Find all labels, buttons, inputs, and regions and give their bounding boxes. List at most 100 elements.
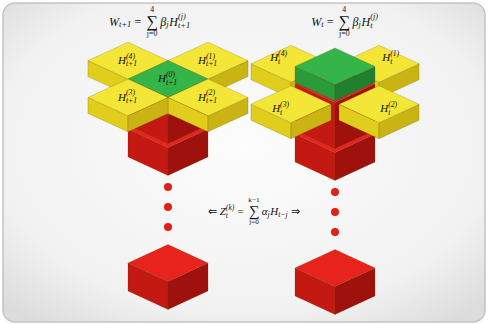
block-label: H — [380, 103, 388, 114]
formula-symbol: (k) — [226, 204, 235, 212]
formula-symbol: t — [226, 212, 228, 220]
yellow-block — [168, 79, 248, 132]
formula-symbol: = — [327, 16, 334, 28]
ellipsis-dot — [164, 223, 172, 231]
block-label: H — [198, 55, 206, 66]
block-label-group: H(3)t — [272, 101, 290, 116]
script-stack: (j)t — [370, 14, 378, 31]
block-label: H — [382, 53, 390, 64]
sum-stack: k−1∑j=0 — [248, 197, 259, 226]
formula-symbol: = — [238, 207, 244, 218]
block-face — [168, 79, 248, 116]
formula-symbol: t−j — [278, 211, 287, 219]
block-label-group: H(3)t+1 — [118, 90, 138, 105]
block-label: t+1 — [126, 97, 137, 105]
block-label: H — [158, 74, 166, 85]
script-stack: (3)t — [280, 101, 289, 116]
formula-symbol: j — [268, 211, 270, 219]
block-label: H — [270, 53, 278, 64]
formula-symbol: H — [270, 207, 278, 218]
formula-symbol: ∑ — [146, 14, 158, 30]
formula-symbol: β — [352, 16, 358, 28]
formula-symbol: β — [160, 16, 166, 28]
formula-symbol: j=0 — [249, 219, 259, 226]
formula-symbol: k−1 — [248, 197, 259, 204]
formula-symbol: H — [169, 16, 178, 28]
block-label: t — [390, 58, 392, 66]
ellipsis-dot — [331, 208, 339, 216]
block-label-group: H(2)t — [380, 101, 398, 116]
block-label: (3) — [126, 90, 135, 98]
script-stack: (4)t+1 — [126, 53, 137, 68]
formula-symbol: H — [361, 16, 370, 28]
block-label-group: H(4)t — [270, 51, 288, 66]
block-label: t+1 — [206, 61, 217, 69]
block-face — [295, 250, 375, 287]
ellipsis-dot — [331, 188, 339, 196]
formula-symbol: 4 — [150, 6, 154, 14]
yellow-block — [88, 79, 168, 132]
block-label-group: H(1)t+1 — [198, 53, 218, 68]
red-block — [128, 245, 208, 310]
formula-symbol: ⇒ — [291, 207, 300, 218]
block-label-group: H(1)t — [382, 51, 400, 66]
green-block — [295, 48, 375, 101]
block-label: t+1 — [126, 61, 137, 69]
script-stack: (k)t — [226, 204, 235, 219]
block-label: H — [118, 55, 126, 66]
block-label: (4) — [126, 53, 135, 61]
formula-symbol: t — [321, 21, 323, 29]
block-label: (4) — [278, 51, 287, 59]
formula-symbol: t — [370, 22, 372, 30]
formula-symbol: j — [166, 21, 168, 29]
formula-symbol: j — [358, 21, 360, 29]
red-block — [295, 250, 375, 315]
block-label-group: H(2)t+1 — [198, 90, 218, 105]
block-face — [88, 79, 168, 116]
sum-stack: 4∑j=0 — [339, 6, 351, 38]
block-label: H — [198, 92, 206, 103]
block-label: (3) — [280, 101, 289, 109]
formula-symbol: ∑ — [249, 205, 260, 220]
script-stack: (2)t — [388, 101, 397, 116]
ellipsis-dot — [331, 228, 339, 236]
block-stacks — [88, 42, 419, 314]
formula-symbol: j=0 — [147, 30, 157, 38]
ellipsis-dot — [164, 183, 172, 191]
script-stack: (1)t+1 — [206, 53, 217, 68]
script-stack: (0)t+1 — [166, 71, 177, 86]
block-label: t — [388, 109, 390, 117]
sum-stack: 4∑j=0 — [146, 6, 158, 38]
formula-symbol: t+1 — [178, 22, 190, 30]
script-stack: (j)t+1 — [178, 14, 190, 31]
frame-panel — [3, 3, 485, 322]
formula-symbol: α — [262, 207, 268, 218]
block-label: (2) — [206, 90, 215, 98]
block-label: (1) — [390, 51, 399, 59]
formula-symbol: = — [135, 16, 142, 28]
script-stack: (3)t+1 — [126, 90, 137, 105]
block-label: (0) — [166, 71, 175, 79]
block-face — [295, 48, 375, 85]
formula-symbol: (j) — [178, 14, 186, 22]
formula-symbol: t+1 — [119, 21, 131, 29]
block-label: (1) — [206, 53, 215, 61]
formula: ⇐Z(k)t=k−1∑j=0αjHt−j⇒ — [206, 197, 302, 226]
block-label: t+1 — [166, 79, 177, 87]
block-label-group: H(4)t+1 — [118, 53, 138, 68]
formula: Wt=4∑j=0βjH(j)t — [311, 6, 379, 38]
block-label: H — [272, 103, 280, 114]
ellipsis-dot — [164, 203, 172, 211]
formula-symbol: j=0 — [339, 30, 349, 38]
formula-symbol: (j) — [370, 14, 378, 22]
block-label: (2) — [388, 101, 397, 109]
block-label: H — [118, 92, 126, 103]
block-face — [128, 245, 208, 282]
script-stack: (1)t — [390, 51, 399, 66]
formula-symbol: 4 — [342, 6, 346, 14]
block-label: t — [278, 58, 280, 66]
formula-symbol: ⇐ — [208, 207, 217, 218]
formula-symbol: Z — [220, 207, 226, 218]
